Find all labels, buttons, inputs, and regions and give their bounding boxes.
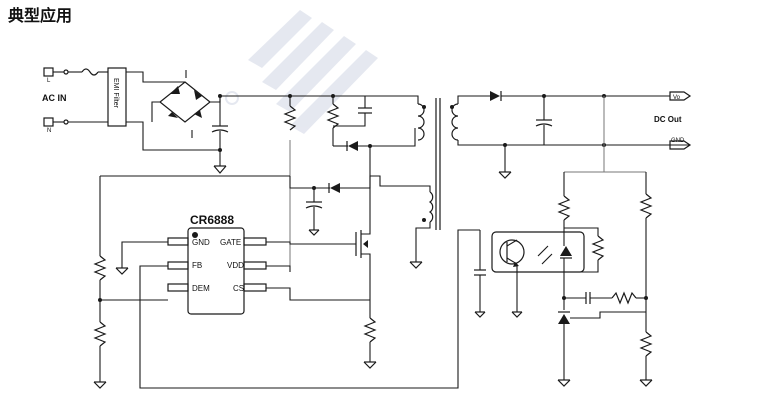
output-capacitor (535, 96, 553, 145)
vo-port-label: Vo (673, 95, 681, 101)
rcd-snubber (326, 94, 416, 151)
power-mosfet (266, 146, 371, 300)
emi-filter-block: EMI Filter (107, 67, 127, 127)
neutral-pin-label: N (47, 128, 51, 134)
vdd-capacitor (305, 188, 323, 236)
page-title: 典型应用 (8, 6, 73, 25)
dem-divider (93, 176, 107, 389)
transformer (365, 95, 459, 230)
pin-cs-label: CS (233, 284, 244, 293)
current-sense-resistor (363, 300, 377, 369)
ground-symbol (213, 165, 227, 174)
bridge-rectifier (159, 70, 211, 138)
controller-ic: CR6888 GND FB DEM GATE VDD CS (167, 213, 267, 315)
vdd-diode (328, 183, 340, 193)
optocoupler (491, 231, 585, 273)
feedback-network (557, 172, 653, 387)
pin-vdd-label: VDD (227, 261, 244, 270)
bulk-capacitor (211, 96, 229, 166)
pin-dem-label: DEM (192, 284, 210, 293)
line-pin-label: L (47, 78, 51, 84)
output-diode (490, 91, 502, 101)
neutral-terminal (43, 117, 54, 127)
fuse-symbol (81, 68, 99, 76)
ac-input-section: L N AC IN (42, 67, 108, 134)
ac-in-label: AC IN (42, 93, 67, 103)
vo-output-port: Vo (669, 91, 692, 101)
line-terminal (43, 67, 54, 77)
startup-resistor (283, 96, 297, 272)
pin-gate-label: GATE (220, 238, 241, 247)
gnd-port-label: GND (671, 138, 685, 144)
emi-filter-label: EMI Filter (112, 78, 119, 109)
pin-gnd-label: GND (192, 238, 210, 247)
watermark-logo (225, 10, 378, 134)
pin-fb-label: FB (192, 261, 202, 270)
ic-part-number: CR6888 (190, 213, 234, 227)
gnd-output-port: GND (669, 138, 692, 150)
dc-out-label: DC Out (654, 115, 682, 124)
